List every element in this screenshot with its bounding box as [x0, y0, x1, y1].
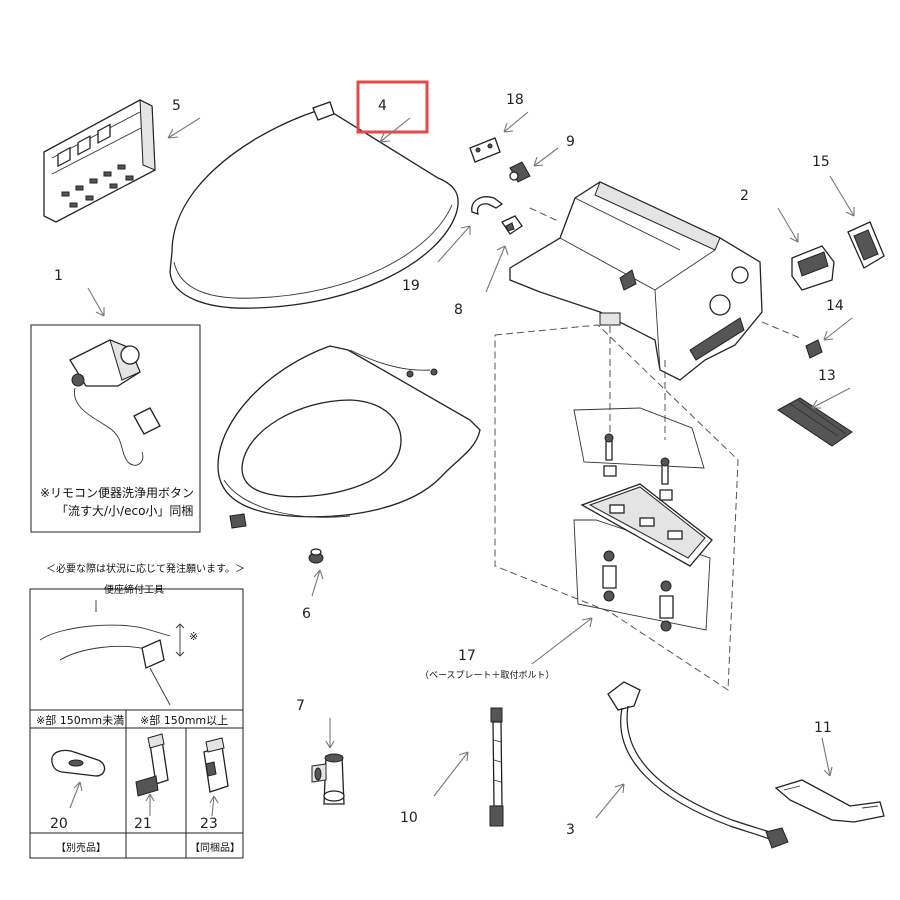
over-150-label: ※部 150mm以上	[140, 713, 228, 727]
part-11-spanner[interactable]	[774, 779, 885, 823]
dash-leader-lines	[529, 207, 801, 440]
label-21: 21	[134, 816, 152, 832]
part-21-socket-tool[interactable]	[135, 733, 169, 797]
arrow-1	[87, 287, 105, 317]
part-20-plate-wrench[interactable]	[51, 749, 106, 777]
label-11: 11	[814, 720, 832, 736]
label-2: 2	[740, 188, 749, 204]
part-2-main-unit[interactable]	[509, 181, 763, 381]
arrow-8	[485, 245, 509, 293]
label-23: 23	[200, 816, 218, 832]
label-17: 17	[458, 648, 476, 664]
arrow-20	[69, 781, 83, 809]
arrow-14	[823, 317, 853, 341]
label-1: 1	[54, 268, 63, 284]
label-9: 9	[566, 134, 575, 150]
part-6-toilet-seat[interactable]	[217, 345, 481, 529]
part-8-latch[interactable]	[501, 215, 523, 235]
mark-note: ※	[189, 630, 198, 643]
arrow-4	[379, 117, 411, 143]
part-23-socket-tool[interactable]	[203, 737, 229, 793]
part-1-valve-assembly[interactable]	[69, 339, 161, 466]
label-13: 13	[818, 368, 836, 384]
part-17-inner-frame	[573, 407, 705, 469]
label-20: 20	[50, 816, 68, 832]
part-17-lower-frame	[573, 519, 711, 631]
part-7-stop-valve[interactable]	[311, 753, 345, 805]
seat-tightening-diagram	[39, 600, 185, 706]
label-14: 14	[826, 298, 844, 314]
arrow-7	[325, 718, 335, 749]
label-4: 4	[378, 98, 387, 114]
under-150-label: ※部 150mm未満	[36, 713, 124, 727]
arrow-23	[209, 795, 219, 817]
part-5-remote-control[interactable]	[43, 99, 156, 223]
part-10-supply-hose[interactable]	[489, 707, 504, 827]
arrow-10	[433, 751, 469, 797]
part-18-bracket[interactable]	[469, 137, 501, 163]
part-4-highlight-box	[356, 80, 429, 134]
order-note: ＜必要な際は状況に応じて発注願います。＞	[46, 562, 245, 575]
part-4-toilet-lid[interactable]	[169, 101, 459, 309]
arrow-21	[145, 793, 155, 816]
arrow-17	[531, 617, 593, 665]
arrow-9	[533, 147, 559, 167]
label-15: 15	[812, 154, 830, 170]
part-1-frame	[30, 324, 201, 533]
arrow-3	[595, 783, 625, 819]
tool-title: 便座締付工具	[104, 583, 164, 596]
part-2b-switch-block[interactable]	[791, 245, 835, 291]
base-plate-label: （ベースプレート＋取付ボルト）	[420, 670, 555, 681]
label-10: 10	[400, 810, 418, 826]
label-5: 5	[172, 98, 181, 114]
part-13-filter[interactable]	[777, 397, 853, 447]
arrow-18	[503, 111, 529, 133]
label-19: 19	[402, 278, 420, 294]
arrow-6	[311, 569, 324, 597]
part-19-clip[interactable]	[471, 196, 504, 216]
remote-note-line1: ※リモコン便器洗浄用ボタン	[40, 486, 194, 500]
remote-note-line2: 「流す大/小/eco小」同梱	[56, 504, 193, 518]
part-14-small-cap[interactable]	[805, 339, 823, 359]
included-label: 【同梱品】	[190, 841, 240, 854]
part-9-connector[interactable]	[509, 161, 531, 183]
arrow-11	[821, 737, 833, 777]
label-3: 3	[566, 822, 575, 838]
tool-frame	[29, 588, 244, 859]
label-6: 6	[302, 606, 311, 622]
separate-label: 【別売品】	[56, 841, 106, 854]
arrow-13	[811, 387, 851, 409]
arrow-19	[437, 225, 471, 263]
label-7: 7	[296, 698, 305, 714]
part-17-dashed-frame	[494, 324, 739, 691]
label-18: 18	[506, 92, 524, 108]
label-8: 8	[454, 302, 463, 318]
part-6-rubber-foot[interactable]	[308, 548, 324, 564]
arrow-15	[829, 175, 855, 217]
arrow-2	[777, 207, 799, 243]
part-17-base-plate[interactable]	[580, 433, 713, 632]
arrow-5	[167, 117, 201, 139]
part-3-connection-hose[interactable]	[607, 681, 789, 849]
part-15-cover-frame[interactable]	[847, 221, 885, 269]
